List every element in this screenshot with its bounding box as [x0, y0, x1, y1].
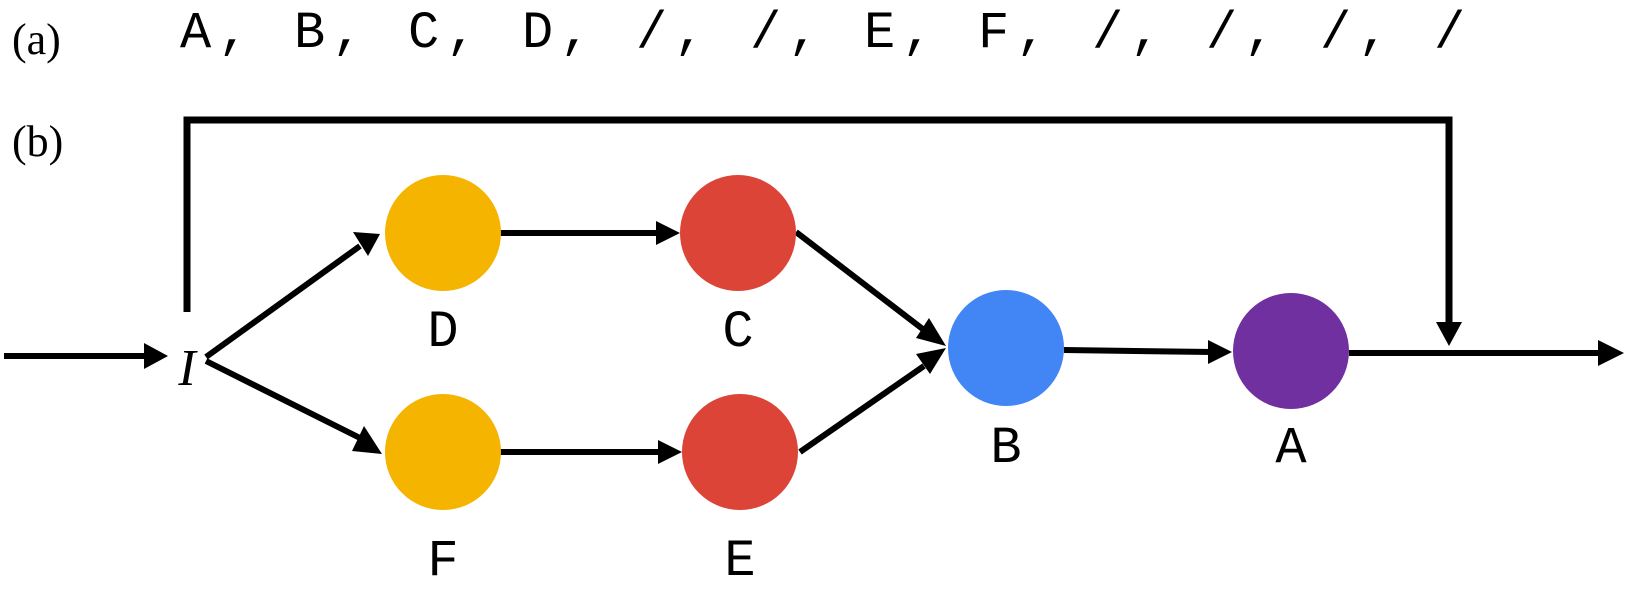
sequence-separator: , — [1130, 4, 1162, 63]
arrowhead-e-b — [916, 348, 946, 374]
node-b — [948, 290, 1064, 406]
node-c — [680, 175, 796, 291]
sequence-separator: , — [332, 4, 364, 63]
sequence-item: / — [1320, 4, 1352, 63]
sequence-separator: , — [1244, 4, 1276, 63]
input-arrowhead — [144, 343, 168, 369]
arrowhead-i-d — [353, 232, 380, 256]
sequence-separator: , — [446, 4, 478, 63]
sequence-item: / — [636, 4, 668, 63]
arrowhead-d-c — [656, 221, 680, 245]
edge-c-b — [794, 229, 926, 333]
node-label-b: B — [990, 419, 1021, 478]
node-f — [385, 394, 501, 510]
skip-connection-edge — [183, 116, 1453, 330]
sequence-item: C — [408, 4, 440, 63]
sequence-separator: , — [788, 4, 820, 63]
output-arrowhead — [1598, 340, 1624, 366]
node-label-a: A — [1275, 419, 1307, 478]
node-label-c: C — [722, 303, 753, 362]
sequence-item: / — [750, 4, 782, 63]
node-label-f: F — [427, 532, 458, 590]
arrowhead-c-b — [916, 318, 946, 346]
arrowhead-i-f — [352, 426, 382, 454]
sequence-item: / — [1206, 4, 1238, 63]
edge-i-f — [204, 358, 362, 441]
sequence-item: B — [294, 4, 326, 63]
sequence-item: E — [864, 4, 896, 63]
skip-connection-arrowhead — [1436, 322, 1462, 346]
edge-b-a — [1063, 347, 1213, 355]
sequence-item: A — [180, 4, 212, 63]
sequence-item: / — [1092, 4, 1124, 63]
sequence-separator: , — [1358, 4, 1390, 63]
sequence-separator: , — [674, 4, 706, 63]
sequence-separator: , — [218, 4, 250, 63]
node-d — [385, 175, 501, 291]
input-label: I — [177, 340, 198, 397]
sequence-item: F — [978, 4, 1010, 63]
sequence-separator: , — [560, 4, 592, 63]
arrowhead-b-a — [1208, 340, 1232, 364]
node-e — [682, 394, 798, 510]
edge-e-b — [798, 363, 926, 455]
node-label-d: D — [427, 303, 458, 362]
edge-i-d — [204, 243, 362, 360]
sequence-separator: , — [1016, 4, 1048, 63]
sequence-item: / — [1434, 4, 1466, 63]
panel-b-label: (b) — [12, 117, 64, 166]
panel-a-label: (a) — [12, 15, 61, 64]
sequence-separator: , — [902, 4, 934, 63]
arrowhead-f-e — [658, 440, 682, 464]
node-a — [1233, 293, 1349, 409]
sequence-item: D — [522, 4, 554, 63]
node-label-e: E — [724, 532, 755, 590]
